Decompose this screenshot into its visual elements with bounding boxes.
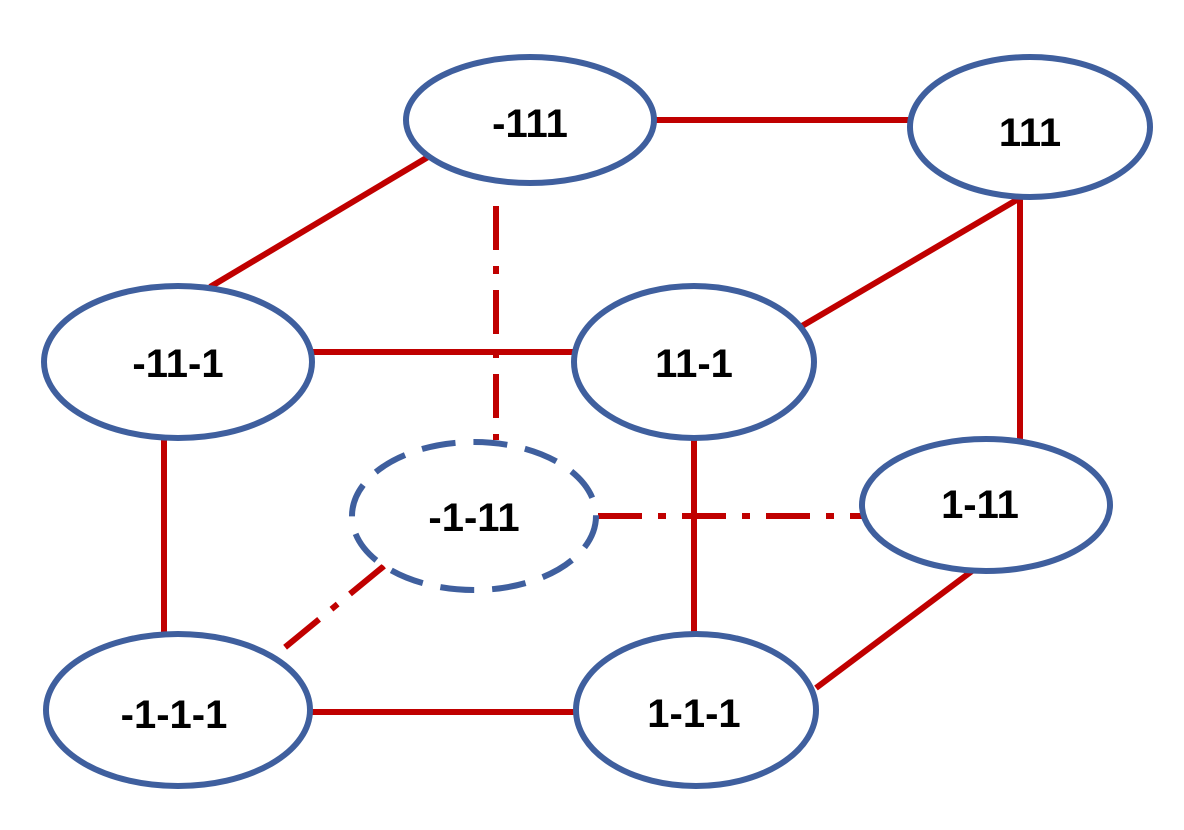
node-m1m11-label: -1-11	[428, 496, 519, 540]
edge-m111-m11m1	[208, 154, 430, 290]
node-m1m11: -1-11	[349, 439, 599, 593]
node-m1m1m1-ellipse	[43, 631, 313, 789]
node-11m1-ellipse	[571, 283, 817, 441]
node-m11m1: -11-1	[41, 283, 315, 441]
edge-1m11-1m1m1	[814, 565, 978, 691]
node-m1m1m1: -1-1-1	[43, 631, 313, 789]
node-11m1: 11-1	[571, 283, 817, 441]
node-m11m1-ellipse	[41, 283, 315, 441]
node-1m1m1-label: 1-1-1	[647, 692, 740, 736]
node-111-label: 111	[999, 111, 1061, 155]
node-m1m1m1-label: -1-1-1	[121, 693, 228, 737]
node-m111: -111	[403, 54, 657, 186]
node-1m11: 1-11	[859, 436, 1113, 574]
node-111: 111	[907, 54, 1153, 200]
nodes: -111 111 -11-1 11-1 -1-11 1-11 -1-1-1 1	[41, 54, 1153, 789]
node-m111-ellipse	[403, 54, 657, 186]
edges	[161, 117, 1023, 715]
node-111-ellipse	[907, 54, 1153, 200]
node-m11m1-label: -11-1	[132, 342, 223, 386]
node-1m11-label: 1-11	[941, 483, 1019, 527]
node-1m1m1: 1-1-1	[573, 631, 819, 789]
node-1m11-ellipse	[859, 436, 1113, 574]
edge-111-11m1	[800, 195, 1022, 329]
edge-m1m11-m1m1m1	[270, 563, 386, 661]
node-1m1m1-ellipse	[573, 631, 819, 789]
node-m1m11-ellipse	[349, 439, 599, 593]
node-11m1-label: 11-1	[655, 342, 733, 386]
node-m111-label: -111	[492, 102, 568, 146]
